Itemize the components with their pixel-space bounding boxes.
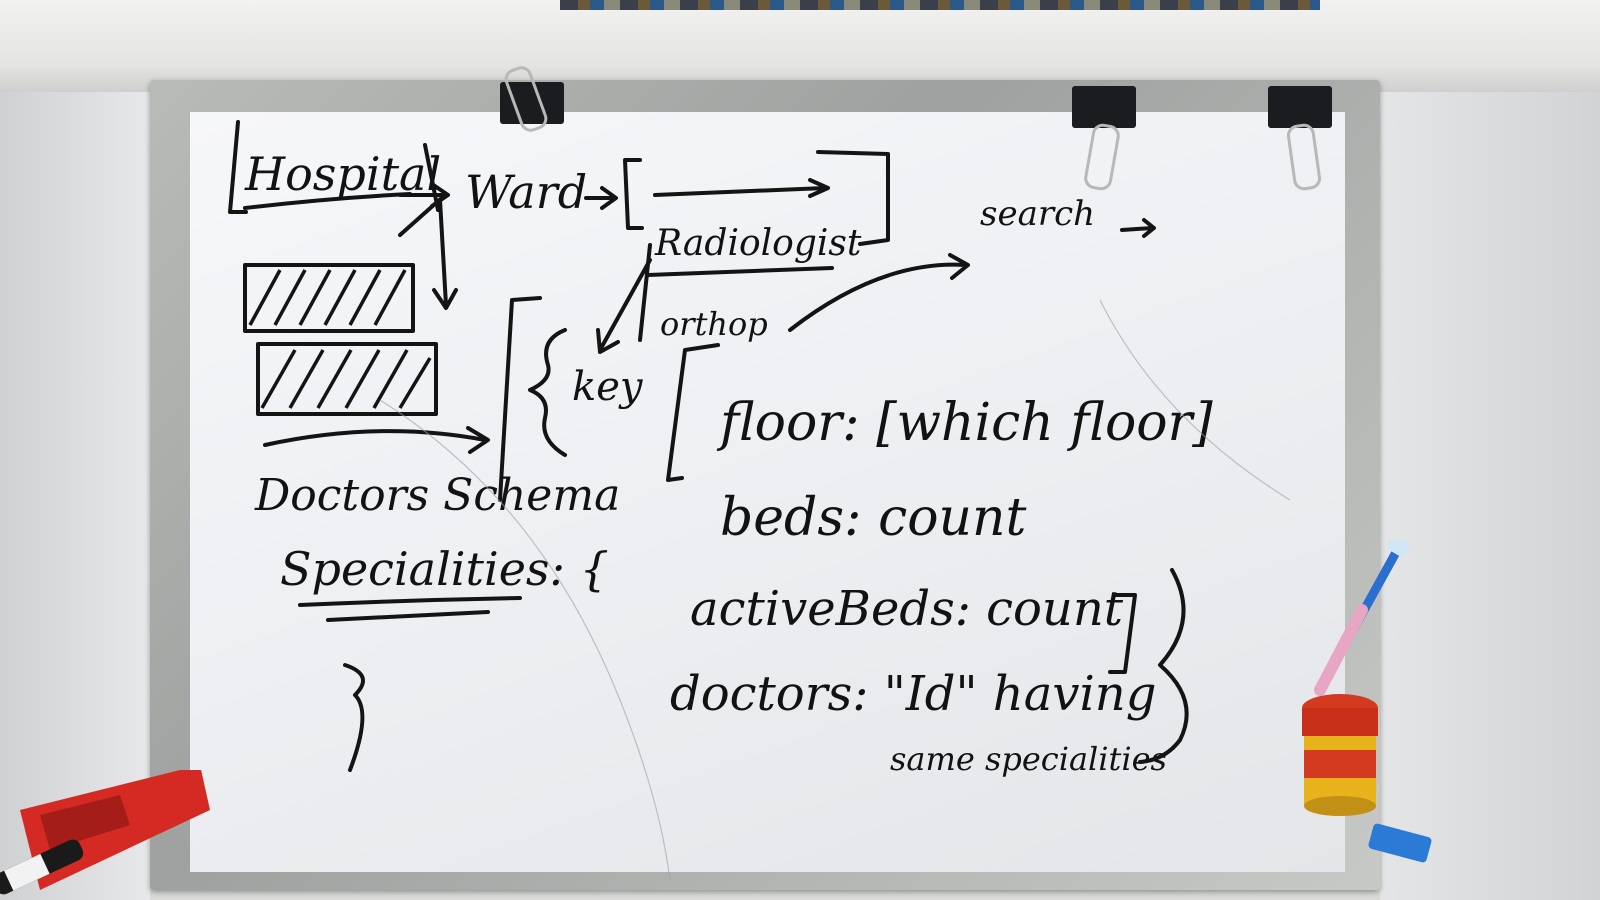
fields-bracket-left bbox=[666, 343, 720, 482]
key-label: key bbox=[572, 364, 644, 410]
whiteboard-surface bbox=[190, 112, 1345, 872]
ward-bracket-left bbox=[623, 158, 644, 230]
doctors-label: doctors: "Id" having bbox=[670, 666, 1156, 722]
ward-label: Ward bbox=[465, 165, 587, 219]
radiologist-label: Radiologist bbox=[654, 223, 862, 264]
same-specialities-label: same specialities bbox=[890, 740, 1167, 778]
specialities-underline-2 bbox=[326, 610, 490, 622]
wall-right bbox=[1380, 92, 1600, 900]
binder-clip-icon bbox=[1268, 86, 1332, 128]
key-bracket bbox=[498, 296, 542, 502]
jar-icon bbox=[1302, 694, 1378, 816]
ward-bracket-right bbox=[816, 150, 890, 246]
hospital-arrow-down bbox=[432, 198, 458, 310]
doctors-schema-label: Doctors Schema bbox=[254, 470, 620, 521]
hospital-label: Hospital bbox=[244, 147, 441, 201]
orthop-label: orthop bbox=[660, 305, 768, 343]
wall-left bbox=[0, 92, 150, 900]
shelf-items bbox=[560, 0, 1320, 10]
wall-shelf bbox=[0, 0, 1600, 92]
specialities-underline-1 bbox=[298, 596, 522, 607]
toothbrush-icon bbox=[1314, 540, 1410, 696]
surface-crack-2 bbox=[1099, 299, 1291, 501]
hatch-lines-1 bbox=[248, 269, 407, 326]
search-arrow bbox=[1120, 218, 1156, 238]
surface-crack-1 bbox=[379, 399, 671, 881]
ward-arrow-inner bbox=[653, 178, 830, 198]
ward-arrow-to-key bbox=[596, 258, 652, 354]
hatched-box-2 bbox=[256, 342, 438, 416]
schema-closing-brace bbox=[343, 663, 365, 772]
ward-arrow bbox=[584, 186, 618, 210]
floor-label: floor: [which floor] bbox=[716, 393, 1213, 453]
hospital-bracket-left bbox=[228, 120, 248, 214]
marker-icon bbox=[0, 770, 210, 895]
hospital-underline bbox=[243, 192, 412, 210]
search-label: search bbox=[980, 194, 1095, 234]
active-beds-label: activeBeds: count bbox=[690, 581, 1124, 637]
beds-label: beds: count bbox=[720, 488, 1026, 548]
hatch-lines-2 bbox=[260, 349, 432, 409]
radiologist-underline bbox=[646, 266, 834, 277]
hospital-arrow-diag bbox=[398, 193, 447, 237]
orthop-arrow bbox=[788, 253, 970, 332]
fields-brace-right bbox=[1138, 568, 1189, 764]
fields-bracket-right bbox=[1108, 593, 1137, 674]
binder-clip-icon bbox=[500, 82, 564, 124]
boxes-arrow bbox=[263, 426, 490, 454]
binder-clip-icon bbox=[1072, 86, 1136, 128]
specialities-label: Specialities: { bbox=[280, 542, 609, 596]
hatched-box-1 bbox=[243, 263, 415, 333]
hospital-bracket-right bbox=[423, 143, 440, 212]
key-brace bbox=[528, 328, 567, 457]
